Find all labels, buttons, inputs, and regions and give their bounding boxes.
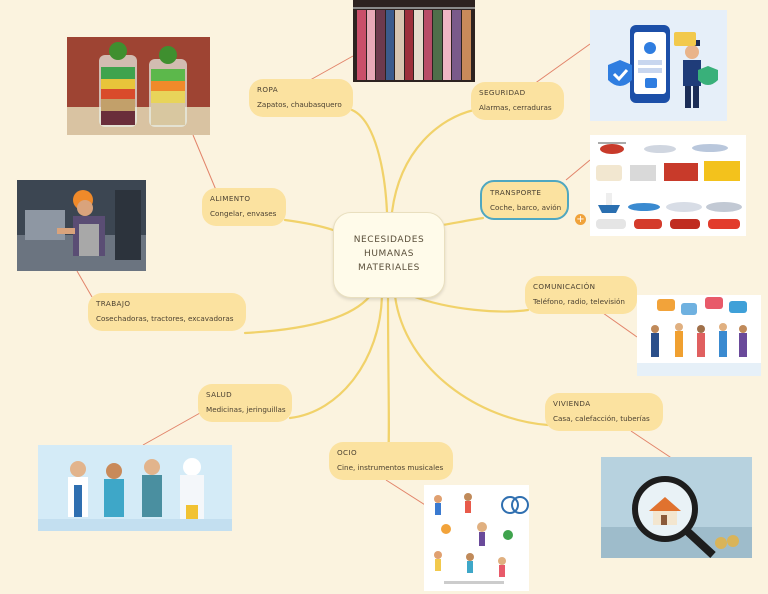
link-comunicacion-image — [602, 312, 638, 338]
link-trabajo-image — [76, 270, 93, 298]
branch-transporte — [441, 216, 485, 227]
central-topic[interactable]: NECESIDADES HUMANAS MATERIALES — [333, 212, 445, 298]
node-vivienda[interactable]: VIVIENDA Casa, calefacción, tuberías — [545, 393, 663, 431]
node-trabajo[interactable]: TRABAJO Cosechadoras, tractores, excavad… — [88, 293, 246, 331]
node-subtitle: Teléfono, radio, televisión — [533, 297, 625, 306]
add-node-button[interactable]: + — [575, 214, 586, 225]
branch-ropa — [350, 108, 389, 214]
node-seguridad[interactable]: SEGURIDAD Alarmas, cerraduras — [471, 82, 564, 120]
node-subtitle: Cosechadoras, tractores, excavadoras — [96, 314, 234, 323]
seguridad-image — [590, 10, 727, 121]
branch-seguridad — [390, 108, 476, 214]
node-title: TRABAJO — [96, 299, 131, 308]
node-ocio[interactable]: OCIO Cine, instrumentos musicales — [329, 442, 453, 480]
node-subtitle: Coche, barco, avión — [490, 203, 562, 212]
branch-ocio — [386, 294, 390, 460]
link-vivienda-image — [630, 430, 674, 460]
node-title: ROPA — [257, 85, 279, 94]
branch-vivienda — [393, 294, 550, 427]
node-subtitle: Zapatos, chaubasquero — [257, 100, 342, 109]
branch-salud — [288, 294, 384, 420]
link-salud-image — [142, 412, 201, 446]
node-subtitle: Alarmas, cerraduras — [479, 103, 552, 112]
comunicacion-image — [637, 295, 761, 376]
node-title: OCIO — [337, 448, 358, 457]
link-alimento-image — [192, 134, 217, 191]
link-seguridad-image — [533, 43, 591, 85]
branch-alimento — [283, 218, 335, 232]
node-title: SALUD — [206, 390, 233, 399]
branch-trabajo — [243, 294, 372, 335]
trabajo-image — [17, 180, 146, 271]
node-title: ALIMENTO — [210, 194, 251, 203]
node-subtitle: Cine, instrumentos musicales — [337, 463, 444, 472]
node-alimento[interactable]: ALIMENTO Congelar, envases — [202, 188, 286, 226]
node-ropa[interactable]: ROPA Zapatos, chaubasquero — [249, 79, 353, 117]
node-title: SEGURIDAD — [479, 88, 526, 97]
node-title: VIVIENDA — [553, 399, 591, 408]
node-subtitle: Casa, calefacción, tuberías — [553, 414, 650, 423]
node-subtitle: Congelar, envases — [210, 209, 277, 218]
salud-image — [38, 445, 232, 531]
link-transporte-image — [565, 159, 591, 181]
node-title: COMUNICACIÓN — [533, 282, 596, 291]
image-links — [76, 43, 674, 511]
node-subtitle: Medicinas, jeringuillas — [206, 405, 286, 414]
node-title: TRANSPORTE — [490, 188, 542, 197]
branch-comunicacion — [410, 294, 530, 313]
ropa-image — [353, 0, 475, 82]
node-comunicacion[interactable]: COMUNICACIÓN Teléfono, radio, televisión — [525, 276, 637, 314]
ocio-image — [424, 485, 529, 591]
node-transporte[interactable]: TRANSPORTE Coche, barco, avión — [480, 180, 569, 220]
alimento-image — [67, 37, 210, 135]
central-topic-label: NECESIDADES HUMANAS MATERIALES — [353, 235, 425, 273]
transporte-image — [590, 135, 746, 236]
vivienda-image — [601, 457, 752, 558]
node-salud[interactable]: SALUD Medicinas, jeringuillas — [198, 384, 292, 422]
